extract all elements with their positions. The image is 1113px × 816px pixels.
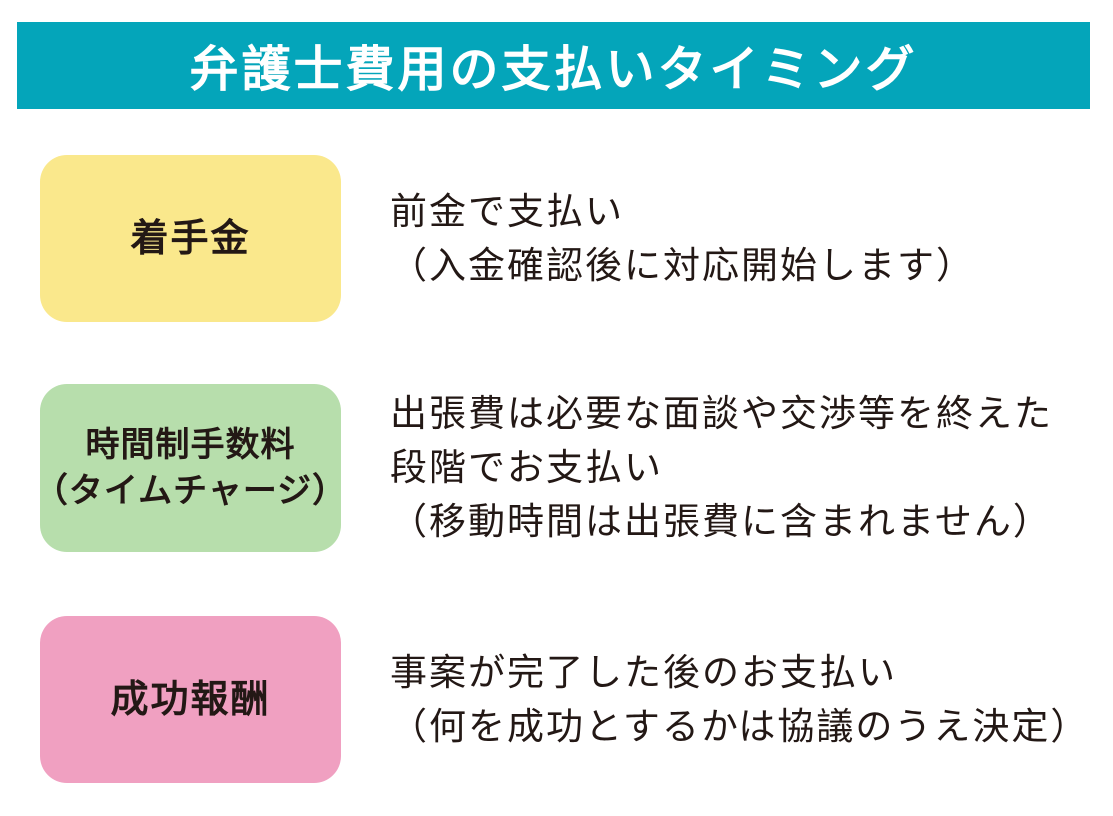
description-line: （何を成功とするかは協議のうえ決定） (390, 705, 1090, 747)
description-line: 段階でお支払い (390, 447, 663, 488)
description-line: 事案が完了した後のお支払い (390, 651, 897, 693)
fee-label-success-fee: 成功報酬 (110, 678, 271, 721)
description-line: 前金で支払い (390, 190, 624, 232)
page-title: 弁護士費用の支払いタイミング (189, 43, 918, 97)
fee-row-retainer: 着手金 前金で支払い （入金確認後に対応開始します） (40, 155, 975, 322)
description-line: 出張費は必要な面談や交渉等を終えた (390, 393, 1053, 434)
fee-label-time-charge-line1: 時間制手数料 (85, 426, 296, 464)
title-banner: 弁護士費用の支払いタイミング (17, 22, 1090, 109)
fee-label-time-charge-line2: （タイムチャージ） (33, 472, 348, 510)
fee-label-box-success-fee: 成功報酬 (40, 616, 341, 783)
fee-row-time-charge: 時間制手数料 （タイムチャージ） 出張費は必要な面談や交渉等を終えた 段階でお支… (34, 384, 1053, 552)
fee-description-success-fee: 事案が完了した後のお支払い （何を成功とするかは協議のうえ決定） (390, 646, 1089, 754)
fee-description-time-charge: 出張費は必要な面談や交渉等を終えた 段階でお支払い （移動時間は出張費に含まれま… (390, 387, 1053, 549)
fee-label-box-time-charge: 時間制手数料 （タイムチャージ） (34, 384, 346, 552)
fee-row-success-fee: 成功報酬 事案が完了した後のお支払い （何を成功とするかは協議のうえ決定） (40, 616, 1089, 783)
description-line: （移動時間は出張費に含まれません） (390, 501, 1052, 542)
fee-label-retainer: 着手金 (130, 217, 251, 260)
fee-description-retainer: 前金で支払い （入金確認後に対応開始します） (390, 185, 975, 293)
fee-label-box-retainer: 着手金 (40, 155, 341, 322)
description-line: （入金確認後に対応開始します） (390, 244, 975, 286)
